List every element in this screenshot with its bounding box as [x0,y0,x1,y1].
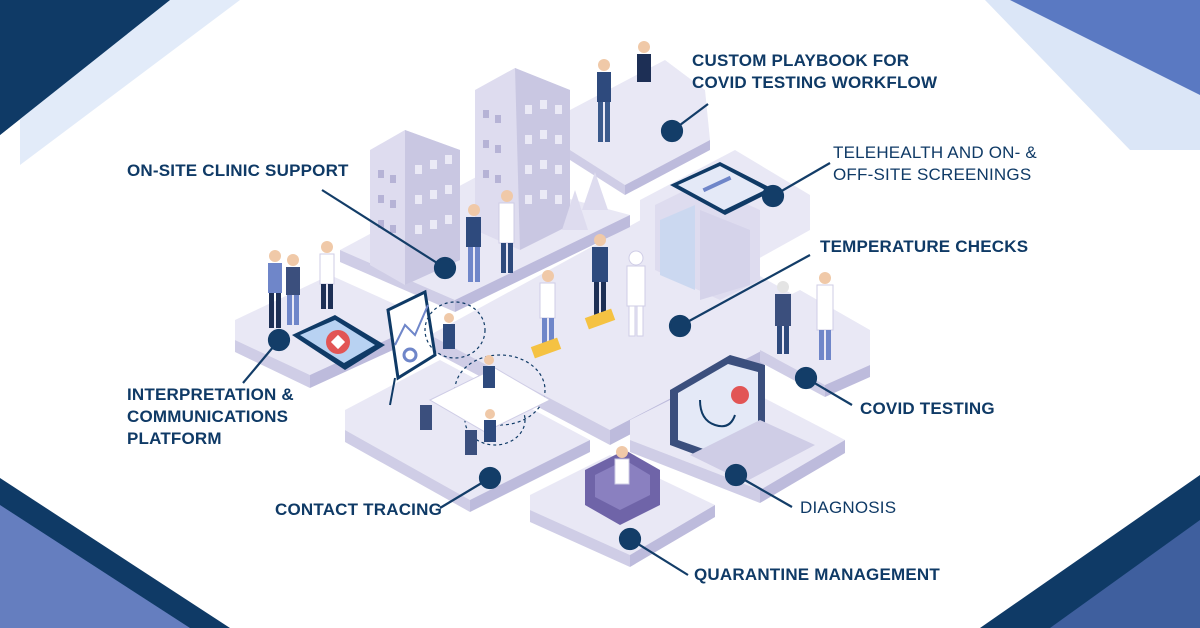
label-covid-testing: COVID TESTING [860,399,995,418]
office-buildings [370,68,608,285]
phone-screen [292,315,385,370]
corner-top-right [1010,0,1200,95]
label-interpretation: INTERPRETATION & COMMUNICATIONS PLATFORM [127,384,294,450]
label-diagnosis: DIAGNOSIS [800,498,897,517]
person-family-3 [319,241,335,309]
label-interpretation-line3: PLATFORM [127,429,222,448]
label-onsite-clinic-support: ON-SITE CLINIC SUPPORT [127,161,349,180]
person-temperature-3 [539,270,556,343]
label-contact-tracing: CONTACT TRACING [275,500,442,519]
connector-dot-playbook [660,119,684,143]
person-tracing-3 [484,409,496,442]
connectors [242,103,853,576]
label-telehealth-line1: TELEHEALTH AND ON- & [833,143,1037,162]
connector-dot-quarantine [618,527,642,551]
label-custom-playbook-line2: COVID TESTING WORKFLOW [692,73,938,92]
stethoscope-icon [699,399,736,428]
tree-1 [562,190,588,230]
person-tracing-2 [483,355,495,388]
person-quarantine [614,446,630,485]
person-temperature-2 [626,250,646,337]
connector-dot-temperature [668,314,692,338]
person-playbook-2 [637,41,651,122]
label-telehealth: TELEHEALTH AND ON- & OFF-SITE SCREENINGS [833,142,1037,186]
people [268,41,834,485]
person-family-2 [286,254,300,325]
label-custom-playbook: CUSTOM PLAYBOOK FOR COVID TESTING WORKFL… [692,50,937,94]
connector-dot-onsite [433,256,457,280]
label-custom-playbook-line1: CUSTOM PLAYBOOK FOR [692,51,910,70]
tablet-icon [670,162,775,215]
connector-onsite [321,189,446,269]
person-playbook-1 [597,59,611,142]
corner-bottom-right-accent [1050,520,1200,628]
laptop-icon [670,355,815,482]
conference-table [420,367,552,455]
label-interpretation-line2: COMMUNICATIONS [127,407,289,426]
tree-2 [582,172,608,210]
armchair [585,450,660,525]
chart-board-icon [386,289,437,406]
connector-quarantine [629,538,689,576]
person-testing-2 [816,272,834,360]
corner-bottom-left-accent [0,505,190,628]
platform-playbook [570,60,710,195]
person-temperature-1 [592,234,608,317]
connector-temperature [679,254,811,327]
connector-dot-telehealth [761,184,785,208]
connector-dot-covid-testing [794,366,818,390]
connector-dot-contact-tracing [478,466,502,490]
person-testing-1 [775,281,791,354]
person-clinic-2 [498,190,515,273]
label-quarantine-management: QUARANTINE MANAGEMENT [694,565,940,584]
connector-dot-interpretation [267,328,291,352]
person-tracing-1 [443,313,455,349]
label-telehealth-line2: OFF-SITE SCREENINGS [833,165,1032,184]
person-clinic-1 [466,204,481,282]
person-family-1 [268,250,282,328]
label-interpretation-line1: INTERPRETATION & [127,385,294,404]
connector-dot-diagnosis [724,463,748,487]
label-temperature-checks: TEMPERATURE CHECKS [820,237,1029,256]
